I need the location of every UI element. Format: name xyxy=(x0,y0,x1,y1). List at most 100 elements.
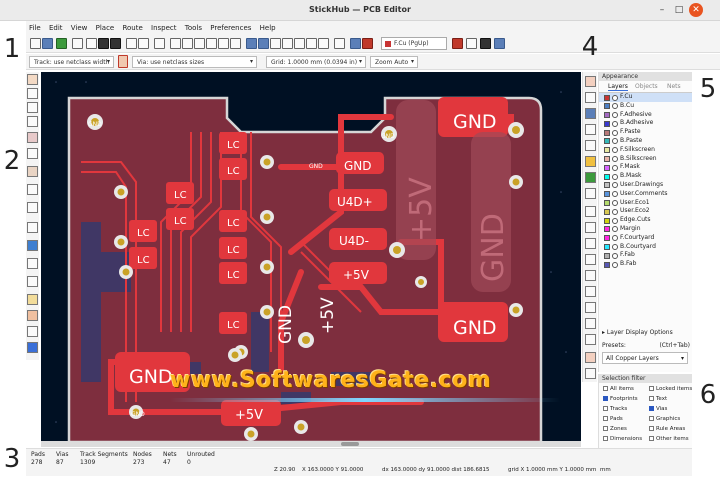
layer-row[interactable]: B.Paste xyxy=(599,137,692,146)
visibility-eye-icon[interactable] xyxy=(612,94,618,101)
layer-color-swatch[interactable] xyxy=(604,94,610,101)
scrollbar-thumb[interactable] xyxy=(341,442,359,446)
menu-inspect[interactable]: Inspect xyxy=(151,24,177,32)
maximize-icon[interactable]: □ xyxy=(674,5,684,15)
presets-select[interactable]: All Copper Layers ▾ xyxy=(602,352,688,364)
cursor-shape-icon[interactable] xyxy=(27,132,38,143)
layer-pair-icon[interactable] xyxy=(452,38,463,49)
filter-option[interactable]: All items xyxy=(603,386,634,392)
draw-rect-icon[interactable] xyxy=(585,238,596,249)
add-zone-icon[interactable] xyxy=(585,172,596,183)
route-diff-pair-icon[interactable] xyxy=(585,140,596,151)
visibility-eye-icon[interactable] xyxy=(612,208,618,215)
layer-row[interactable]: B.Silkscreen xyxy=(599,155,692,164)
filter-checkbox[interactable] xyxy=(649,426,654,431)
layer-row[interactable]: F.Adhesive xyxy=(599,111,692,120)
filter-option[interactable]: Footprints xyxy=(603,396,638,402)
layer-color-swatch[interactable] xyxy=(604,129,610,136)
minimize-icon[interactable]: – xyxy=(659,5,665,15)
grid-toggle-icon[interactable] xyxy=(27,74,38,85)
filter-option[interactable]: Text xyxy=(649,396,667,402)
terminal-icon[interactable] xyxy=(480,38,491,49)
layer-color-swatch[interactable] xyxy=(604,261,610,268)
route-track-icon[interactable] xyxy=(585,124,596,135)
layer-row[interactable]: B.Cu xyxy=(599,102,692,111)
filter-option[interactable]: Graphics xyxy=(649,416,680,422)
track-width-select[interactable]: Track: use netclass width▾ xyxy=(29,56,114,68)
visibility-eye-icon[interactable] xyxy=(612,129,618,136)
layer-color-swatch[interactable] xyxy=(604,120,610,127)
layer-color-swatch[interactable] xyxy=(604,182,610,189)
visibility-eye-icon[interactable] xyxy=(612,261,618,268)
script-console-icon[interactable] xyxy=(466,38,477,49)
print-icon[interactable] xyxy=(98,38,109,49)
zone-fill-icon[interactable] xyxy=(27,184,38,195)
rotate-cw-icon[interactable] xyxy=(258,38,269,49)
visibility-eye-icon[interactable] xyxy=(612,200,618,207)
local-ratsnest-icon[interactable] xyxy=(585,92,596,103)
visibility-eye-icon[interactable] xyxy=(612,156,618,163)
high-contrast-icon[interactable] xyxy=(27,276,38,287)
tab-layers[interactable]: Layers xyxy=(608,83,628,91)
layer-color-swatch[interactable] xyxy=(604,112,610,119)
layer-row[interactable]: B.Fab xyxy=(599,260,692,269)
menu-preferences[interactable]: Preferences xyxy=(210,24,252,32)
visibility-eye-icon[interactable] xyxy=(612,235,618,242)
filter-option[interactable]: Tracks xyxy=(603,406,627,412)
filter-checkbox[interactable] xyxy=(603,436,608,441)
zoom-objects-icon[interactable] xyxy=(218,38,229,49)
filter-checkbox[interactable] xyxy=(649,396,654,401)
visibility-eye-icon[interactable] xyxy=(612,191,618,198)
layer-row[interactable]: User.Comments xyxy=(599,190,692,199)
measure-icon[interactable] xyxy=(585,352,596,363)
drc-markers-icon[interactable] xyxy=(27,310,38,321)
track-settings-icon[interactable] xyxy=(118,55,128,68)
mirror-h-icon[interactable] xyxy=(282,38,293,49)
layer-row[interactable]: F.Mask xyxy=(599,163,692,172)
layer-row[interactable]: B.Adhesive xyxy=(599,119,692,128)
layer-color-swatch[interactable] xyxy=(604,147,610,154)
rotate-ccw-icon[interactable] xyxy=(246,38,257,49)
via-size-select[interactable]: Via: use netclass sizes▾ xyxy=(132,56,257,68)
menu-place[interactable]: Place xyxy=(95,24,115,32)
add-dimension-icon[interactable] xyxy=(585,302,596,313)
menu-tools[interactable]: Tools xyxy=(184,24,203,32)
horizontal-scrollbar[interactable] xyxy=(41,441,581,447)
layer-color-swatch[interactable] xyxy=(604,191,610,198)
track-sketch-icon[interactable] xyxy=(27,258,38,269)
layer-row[interactable]: F.Paste xyxy=(599,128,692,137)
microwave-icon[interactable] xyxy=(27,326,38,337)
active-layer-select[interactable]: F.Cu (PgUp) xyxy=(381,37,447,50)
filter-checkbox[interactable] xyxy=(603,406,608,411)
page-settings-icon[interactable] xyxy=(86,38,97,49)
plugin-icon[interactable] xyxy=(494,38,505,49)
layer-color-swatch[interactable] xyxy=(604,164,610,171)
visibility-eye-icon[interactable] xyxy=(612,103,618,110)
layer-color-swatch[interactable] xyxy=(604,244,610,251)
grid-origin-icon[interactable] xyxy=(585,334,596,345)
filter-checkbox[interactable] xyxy=(649,436,654,441)
redo-icon[interactable] xyxy=(138,38,149,49)
layer-row[interactable]: Edge.Cuts xyxy=(599,216,692,225)
grid-select[interactable]: Grid: 1.0000 mm (0.0394 in)▾ xyxy=(266,56,366,68)
visibility-eye-icon[interactable] xyxy=(612,217,618,224)
visibility-eye-icon[interactable] xyxy=(612,164,618,171)
layer-color-swatch[interactable] xyxy=(604,156,610,163)
close-icon[interactable]: ✕ xyxy=(689,3,703,17)
open-icon[interactable] xyxy=(42,38,53,49)
layer-color-swatch[interactable] xyxy=(604,173,610,180)
draw-line-icon[interactable] xyxy=(585,206,596,217)
filter-checkbox[interactable] xyxy=(649,416,654,421)
filter-option[interactable]: Other items xyxy=(649,436,689,442)
group-icon[interactable] xyxy=(294,38,305,49)
undo-icon[interactable] xyxy=(126,38,137,49)
zoom-in-icon[interactable] xyxy=(182,38,193,49)
visibility-eye-icon[interactable] xyxy=(612,182,618,189)
find-icon[interactable] xyxy=(154,38,165,49)
layer-color-swatch[interactable] xyxy=(604,200,610,207)
via-sketch-icon[interactable] xyxy=(27,240,38,251)
filter-option[interactable]: Vias xyxy=(649,406,667,412)
set-origin-icon[interactable] xyxy=(585,318,596,329)
layer-color-swatch[interactable] xyxy=(604,138,610,145)
pcb-canvas[interactable]: GND GND GND GND U4D+ U4D- +5V +5V GND GN… xyxy=(41,72,581,442)
